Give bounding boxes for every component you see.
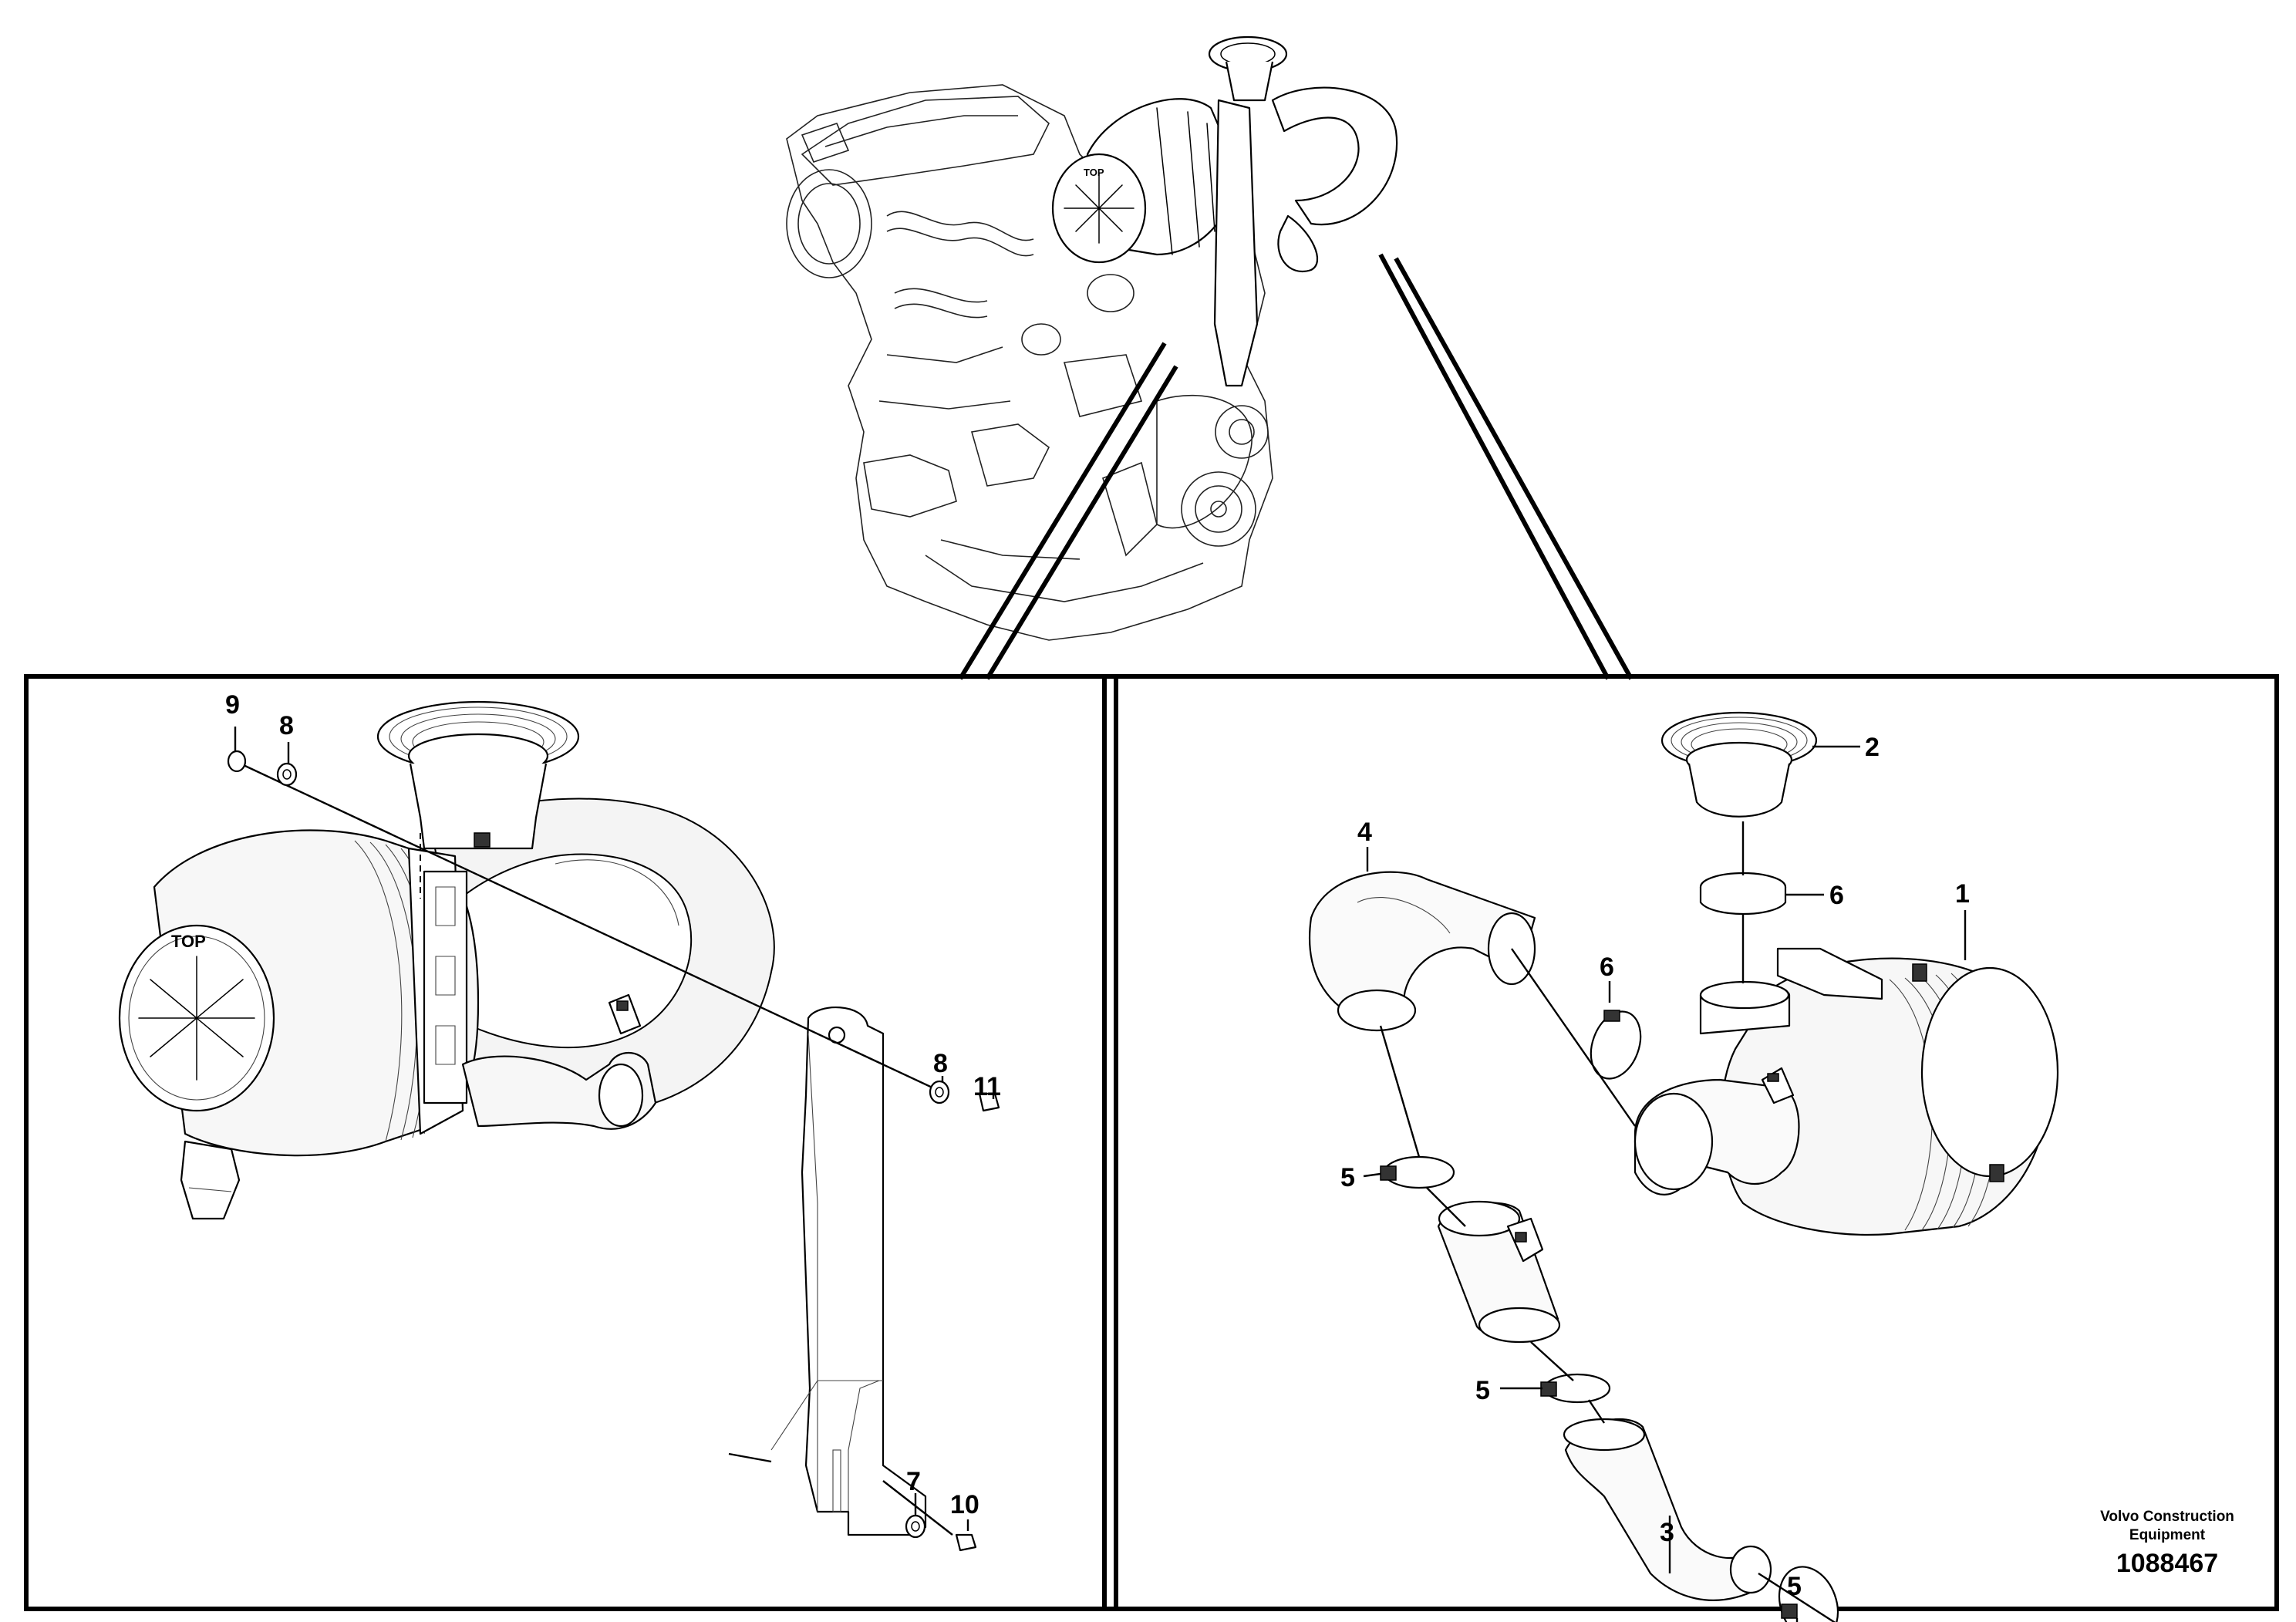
document-number: 1088467 xyxy=(2116,1549,2218,1578)
hose-clamp xyxy=(1590,1010,1642,1080)
left-hardware xyxy=(227,750,1000,1552)
callout-4: 4 xyxy=(1357,818,1372,847)
callout-9: 9 xyxy=(225,690,240,720)
right-callout-leaders xyxy=(1363,745,1967,1622)
zoom-lines xyxy=(958,253,1633,680)
washer xyxy=(929,1080,950,1104)
callout-10: 10 xyxy=(950,1490,979,1519)
callout-5-lower: 5 xyxy=(1787,1572,1802,1601)
intake-hose xyxy=(1437,1200,1561,1344)
callout-3: 3 xyxy=(1660,1518,1674,1547)
left-callout-leaders xyxy=(234,727,995,1531)
brand-line-2: Equipment xyxy=(2129,1527,2206,1543)
engine-overview-drawing: TOP xyxy=(786,35,1398,641)
intake-hose xyxy=(1563,1418,1772,1601)
left-detail-panel xyxy=(24,674,1118,1611)
hose-clamp xyxy=(1540,1373,1611,1404)
hose-clamp xyxy=(1699,872,1787,916)
mounting-bracket xyxy=(770,1006,927,1536)
intake-hose xyxy=(1309,871,1536,1032)
washer xyxy=(276,762,298,787)
callout-1: 1 xyxy=(1955,879,1970,909)
callout-11: 11 xyxy=(973,1072,1001,1101)
callout-2: 2 xyxy=(1865,733,1880,762)
screw xyxy=(955,1533,977,1552)
left-assembly: TOP xyxy=(118,700,775,1220)
callout-7: 7 xyxy=(906,1467,921,1496)
filter-top-marking: TOP xyxy=(171,932,206,951)
right-detail-panel xyxy=(1102,674,2279,1611)
right-assembly-axis xyxy=(1379,821,1836,1622)
svg-text:TOP: TOP xyxy=(1084,167,1104,178)
rain-cap xyxy=(1660,711,1818,818)
callout-5-upper: 5 xyxy=(1340,1163,1355,1192)
callout-6-rain-cap: 6 xyxy=(1829,881,1844,910)
hose-clamp xyxy=(1380,1155,1455,1189)
callout-8-top: 8 xyxy=(279,711,294,740)
callout-8-bracket: 8 xyxy=(933,1049,948,1078)
hose-clamp xyxy=(1778,1566,1839,1622)
brand-line-1: Volvo Construction xyxy=(2100,1509,2234,1525)
nut xyxy=(227,750,247,773)
washer xyxy=(905,1514,926,1539)
right-assembly xyxy=(1309,711,2059,1622)
callout-5-middle: 5 xyxy=(1475,1376,1490,1405)
callout-6-hose: 6 xyxy=(1600,953,1614,982)
air-filter-housing xyxy=(1633,947,2059,1236)
